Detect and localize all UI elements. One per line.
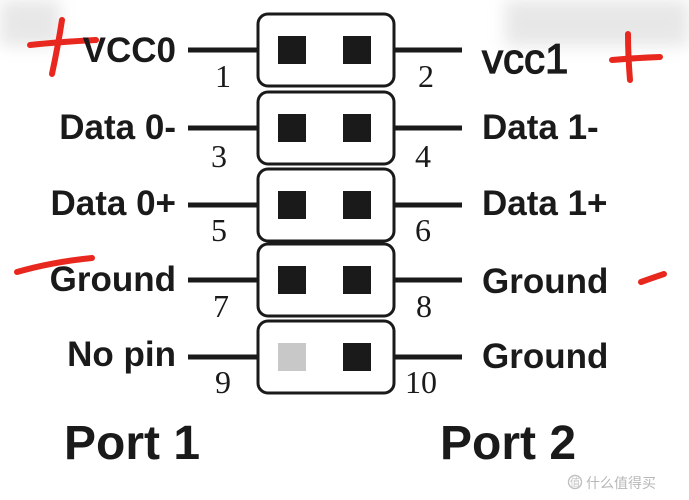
port-1-label: Port 1 (64, 417, 201, 470)
pin-number-3: 3 (211, 138, 227, 174)
svg-text:值: 值 (570, 476, 580, 489)
pin-number-8: 8 (416, 288, 432, 324)
pin-label-right-6: Data 1+ (482, 184, 608, 223)
pin-label-right-8: Ground (482, 262, 609, 301)
pin-label-right-4: Data 1- (482, 108, 599, 147)
missing-pin-square (278, 343, 306, 371)
plus-mark-vcc0-vertical (49, 17, 65, 77)
blurred-region-right (505, 0, 689, 46)
pin-label-left-5: Data 0+ (50, 184, 177, 223)
minus-mark-ground-right (638, 271, 667, 285)
pin-label-left-9: No pin (67, 335, 176, 374)
watermark-text: 什么值得买 (586, 475, 656, 491)
pin-square-2 (343, 36, 371, 64)
plus-mark-vcc1-vertical (625, 31, 633, 83)
pin-square-1 (278, 36, 306, 64)
pin-square-8 (343, 266, 371, 294)
watermark-logo-icon: 值 (567, 474, 583, 490)
port-2-label: Port 2 (440, 417, 577, 470)
pin-number-4: 4 (415, 138, 431, 174)
pin-label-left-3: Data 0- (59, 108, 176, 147)
pin-number-5: 5 (211, 212, 227, 248)
pin-number-9: 9 (215, 364, 231, 400)
pin-label-left-7: Ground (49, 260, 176, 299)
pin-square-7 (278, 266, 306, 294)
pin-square-6 (343, 191, 371, 219)
pin-square-4 (343, 114, 371, 142)
pin-number-1: 1 (215, 58, 231, 94)
pin-number-10: 10 (405, 364, 437, 400)
plus-mark-vcc1-horizontal (609, 54, 663, 63)
blurred-region-left (0, 0, 60, 46)
minus-mark-ground-left (14, 255, 95, 275)
pin-square-3 (278, 114, 306, 142)
pin-number-6: 6 (415, 212, 431, 248)
pin-number-7: 7 (213, 288, 229, 324)
pin-square-10 (343, 343, 371, 371)
pin-label-left-1: VCC0 (82, 31, 176, 70)
pin-square-5 (278, 191, 306, 219)
pin-label-right-10: Ground (482, 337, 609, 376)
pin-label-right-2: vcc1 (481, 35, 569, 82)
pin-number-2: 2 (418, 58, 434, 94)
